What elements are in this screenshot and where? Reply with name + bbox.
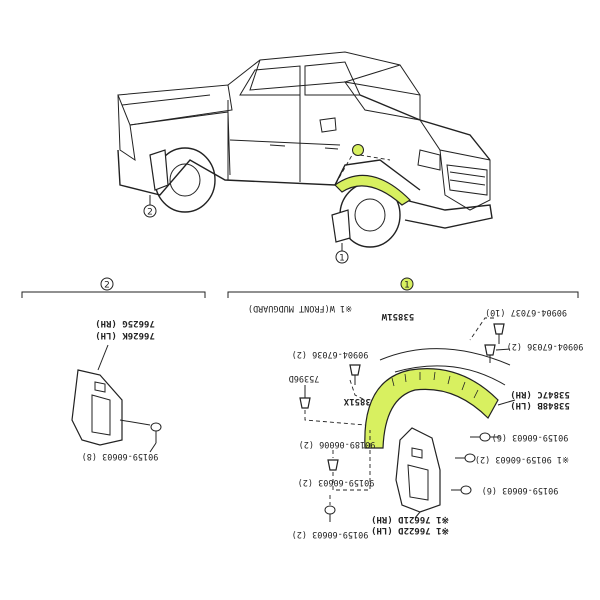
part-label-53851w: 53851W bbox=[381, 311, 414, 321]
part-label-76622d: ※1 76622D (LH) bbox=[371, 525, 449, 535]
section-note: ※1 W(FRONT MUDGUARD) bbox=[248, 303, 352, 313]
clip-icon bbox=[493, 323, 505, 344]
part-label-90159-6a: 90159-60603 (6) bbox=[492, 432, 569, 442]
section-header-1: 1 bbox=[227, 277, 579, 298]
fender-flare-part bbox=[364, 368, 499, 449]
front-fender-highlight bbox=[334, 174, 411, 206]
part-label-76626k: 76626K (LH) bbox=[95, 330, 155, 340]
clip-icon-2 bbox=[484, 344, 496, 363]
callout-marker-1-top[interactable] bbox=[352, 144, 364, 156]
part-label-53851x: 53851X bbox=[343, 396, 376, 406]
part-label-53848b: 53848B (LH) bbox=[510, 400, 570, 410]
screw-icon-4 bbox=[451, 485, 472, 495]
part-label-90159-2: 90159-60603 (2) bbox=[292, 529, 369, 539]
clip-icon-3 bbox=[349, 364, 361, 385]
part-label-90904-10: 90904-67037 (10) bbox=[485, 307, 567, 317]
clip-icon-4 bbox=[299, 397, 311, 409]
screw-icon-5 bbox=[324, 505, 336, 522]
part-label-90159-2b: 90159-60603 (2) bbox=[298, 477, 375, 487]
callout-marker-1[interactable]: 1 bbox=[335, 243, 349, 264]
screw-icon-3 bbox=[455, 453, 476, 463]
screw-icon-2 bbox=[470, 432, 491, 442]
callout-2-label: 2 bbox=[147, 208, 153, 218]
part-label-90189: 90189-06006 (2) bbox=[299, 439, 376, 449]
part-label-90904-2b: 90904-67036 (2) bbox=[292, 349, 369, 359]
part-label-53847c: 53847C (RH) bbox=[510, 389, 570, 399]
screw-icon bbox=[150, 422, 162, 443]
part-label-90159-x1: ※1 90159-60603 (2) bbox=[475, 454, 569, 464]
front-mudguard-illustration bbox=[331, 209, 351, 243]
truck-illustration bbox=[117, 51, 493, 248]
part-label-76621d: ※1 76621D (RH) bbox=[371, 514, 449, 524]
part-label-76625g: 76625G (RH) bbox=[95, 318, 155, 328]
callout-marker-2[interactable]: 2 bbox=[143, 195, 157, 218]
rear-mudguard-illustration bbox=[149, 149, 169, 191]
part-label-90159-8: 90159-60603 (8) bbox=[82, 451, 159, 461]
callout-1-label: 1 bbox=[339, 254, 345, 264]
front-mudguard-part bbox=[395, 427, 441, 513]
clip-icon-5 bbox=[327, 459, 339, 471]
section-1-number: 1 bbox=[404, 281, 410, 291]
section-header-2: 2 bbox=[21, 277, 206, 298]
part-label-90904-2a: 90904-67036 (2) bbox=[507, 341, 584, 351]
part-label-90159-6b: 90159-60603 (6) bbox=[482, 485, 559, 495]
left-section: 76625G (RH) 76626K (LH) 90159-60603 (8) bbox=[71, 318, 162, 461]
right-section: ※1 W(FRONT MUDGUARD) 53851W 90904-67037 … bbox=[248, 303, 584, 539]
section-2-number: 2 bbox=[104, 281, 110, 291]
rear-mudguard-part bbox=[71, 369, 123, 446]
part-label-75396d: 75396D bbox=[289, 373, 320, 383]
